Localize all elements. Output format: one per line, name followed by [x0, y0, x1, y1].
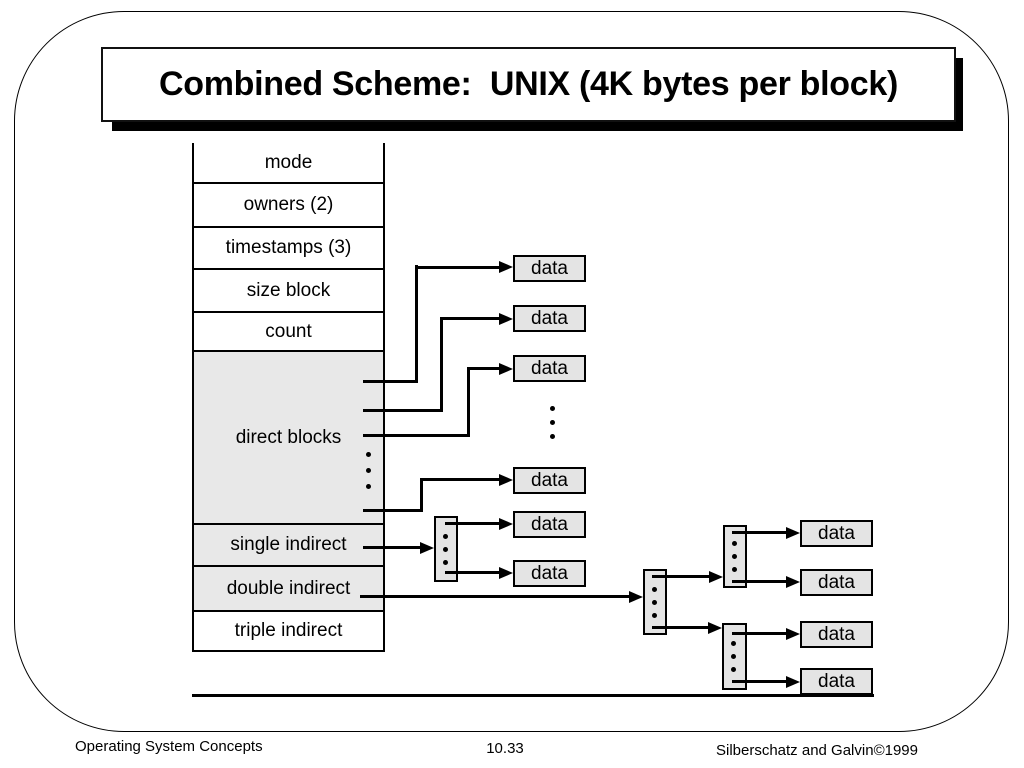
- connector-segment: [732, 632, 787, 635]
- ellipsis-dot: [550, 420, 555, 425]
- connector-segment: [420, 478, 423, 511]
- connector-segment: [363, 409, 443, 412]
- footer-page-number: 10.33: [486, 740, 524, 757]
- connector-segment: [363, 380, 418, 383]
- ellipsis-dot: [731, 641, 736, 646]
- data-block: data: [513, 511, 586, 538]
- data-block: data: [800, 621, 873, 648]
- ellipsis-dot: [550, 434, 555, 439]
- connector-segment: [363, 509, 423, 512]
- arrowhead-icon: [708, 622, 722, 634]
- title-box: Combined Scheme: UNIX (4K bytes per bloc…: [101, 47, 956, 122]
- data-block: data: [800, 569, 873, 596]
- arrowhead-icon: [499, 567, 513, 579]
- ellipsis-dot: [443, 547, 448, 552]
- data-block: data: [513, 560, 586, 587]
- connector-segment: [441, 317, 501, 320]
- arrowhead-icon: [786, 576, 800, 588]
- ellipsis-dot: [732, 541, 737, 546]
- connector-segment: [415, 265, 418, 383]
- data-block: data: [513, 355, 586, 382]
- ellipsis-dot: [652, 613, 657, 618]
- inode-table: mode owners (2) timestamps (3) size bloc…: [192, 143, 385, 652]
- connector-segment: [360, 595, 630, 598]
- arrowhead-icon: [499, 474, 513, 486]
- inode-row-size-block: size block: [194, 270, 383, 313]
- inode-row-owners: owners (2): [194, 184, 383, 228]
- connector-segment: [421, 478, 501, 481]
- connector-segment: [652, 575, 710, 578]
- connector-segment: [363, 546, 421, 549]
- connector-segment: [467, 367, 470, 437]
- data-block: data: [800, 520, 873, 547]
- arrowhead-icon: [709, 571, 723, 583]
- connector-segment: [445, 522, 501, 525]
- ellipsis-dot: [652, 600, 657, 605]
- ellipsis-dot: [731, 654, 736, 659]
- page-title: Combined Scheme: UNIX (4K bytes per bloc…: [158, 65, 899, 103]
- ellipsis-dot: [443, 560, 448, 565]
- ellipsis-dot: [366, 468, 371, 473]
- data-block: data: [800, 668, 873, 695]
- data-block: data: [513, 255, 586, 282]
- connector-segment: [732, 580, 787, 583]
- arrowhead-icon: [786, 676, 800, 688]
- connector-segment: [732, 531, 787, 534]
- footer-course-title: Operating System Concepts: [75, 738, 263, 755]
- arrowhead-icon: [786, 527, 800, 539]
- inode-row-timestamps: timestamps (3): [194, 228, 383, 270]
- ellipsis-dot: [652, 587, 657, 592]
- connector-segment: [652, 626, 709, 629]
- connector-segment: [468, 367, 501, 370]
- inode-row-mode: mode: [194, 143, 383, 184]
- ellipsis-dot: [366, 452, 371, 457]
- connector-segment: [416, 266, 501, 269]
- arrowhead-icon: [499, 261, 513, 273]
- ellipsis-dot: [732, 554, 737, 559]
- connector-segment: [440, 317, 443, 412]
- footer-authors: Silberschatz and Galvin©1999: [715, 742, 918, 759]
- inode-row-triple-indirect: triple indirect: [194, 612, 383, 652]
- connector-segment: [445, 571, 501, 574]
- ellipsis-dot: [443, 534, 448, 539]
- arrowhead-icon: [499, 313, 513, 325]
- ellipsis-dot: [550, 406, 555, 411]
- inode-row-single-indirect: single indirect: [194, 525, 383, 567]
- arrowhead-icon: [629, 591, 643, 603]
- inode-row-double-indirect: double indirect: [194, 567, 383, 612]
- arrowhead-icon: [499, 518, 513, 530]
- inode-row-direct-blocks: direct blocks: [194, 352, 383, 525]
- inode-row-count: count: [194, 313, 383, 352]
- ellipsis-dot: [732, 567, 737, 572]
- arrowhead-icon: [420, 542, 434, 554]
- ellipsis-dot: [366, 484, 371, 489]
- connector-segment: [363, 434, 470, 437]
- arrowhead-icon: [786, 628, 800, 640]
- connector-segment: [732, 680, 787, 683]
- data-block: data: [513, 305, 586, 332]
- ellipsis-dot: [731, 667, 736, 672]
- arrowhead-icon: [499, 363, 513, 375]
- diagram-baseline: [192, 694, 874, 697]
- data-block: data: [513, 467, 586, 494]
